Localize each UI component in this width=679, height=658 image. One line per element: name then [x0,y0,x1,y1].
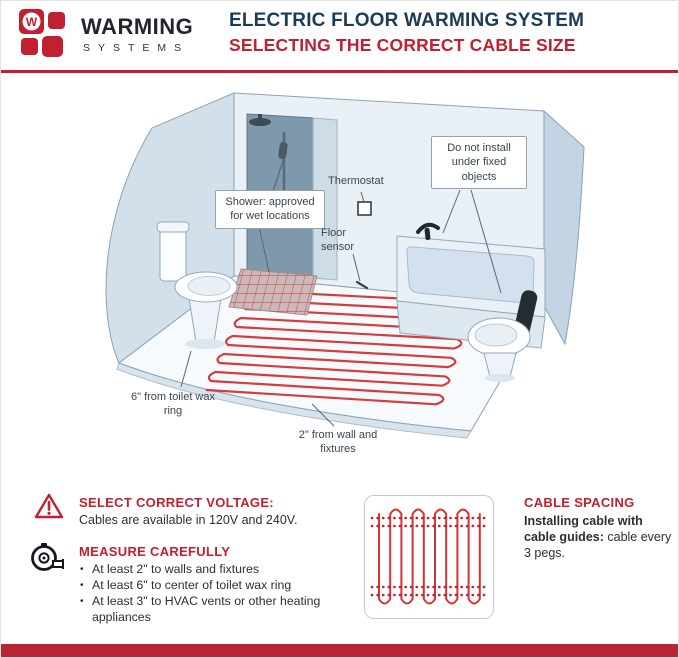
tape-measure-icon [28,542,68,581]
shower-label: Shower: approved for wet locations [215,190,325,229]
bathroom-diagram: Shower: approved for wet locations Therm… [1,86,678,481]
measure-item: At least 2" to walls and fixtures [79,561,341,578]
brand-subtitle: SYSTEMS [83,42,190,54]
logo-letter: W [26,15,38,29]
cable-guide-pegs [370,516,487,597]
fixed-objects-label: Do not install under fixed objects [431,136,527,189]
measure-item: At least 3" to HVAC vents or other heati… [79,593,341,625]
right-wall [543,109,585,346]
brand-logo: W [17,7,75,68]
wall-clearance-label: 2" from wall and fixtures [298,429,378,456]
measure-list: At least 2" to walls and fixtures At lea… [79,561,341,625]
spacing-body: Installing cable with cable guides: cabl… [524,513,674,561]
spacing-body-bold: Installing cable with cable guides: [524,514,643,544]
bathroom-illustration [105,92,585,439]
brand-logo-icon: W [19,9,65,57]
thermostat-box [357,201,372,216]
voltage-title: SELECT CORRECT VOLTAGE: [79,495,274,510]
header-divider [1,70,678,73]
floor-sensor-mark [355,280,369,290]
page-subtitle: SELECTING THE CORRECT CABLE SIZE [229,35,576,55]
thermostat-label: Thermostat [328,175,384,187]
shower-floor-grid [228,268,318,316]
spacing-title: CABLE SPACING [524,495,635,510]
footer-bar [1,644,678,657]
measure-title: MEASURE CAREFULLY [79,544,231,559]
leader-lines [180,189,502,427]
shower-head-icon [249,118,271,126]
tub-faucet [416,222,440,234]
cable-spacing-figure [364,495,494,619]
shower-handset [278,141,288,160]
toilet-side [156,221,238,349]
measure-item: At least 6" to center of toilet wax ring [79,577,341,594]
spacing-body-rest: cable every 3 pegs. [524,530,672,560]
toilet-front [467,290,538,382]
warning-triangle-icon [34,492,64,525]
toilet-clearance-label: 6" from toilet wax ring [131,391,215,418]
floor-sensor-label: Floor sensor [321,227,355,254]
cable-spacing-serpentine [378,508,481,605]
page-title: ELECTRIC FLOOR WARMING SYSTEM [229,10,585,31]
floor-edge [116,362,472,439]
voltage-body: Cables are available in 120V and 240V. [79,513,298,527]
brand-name: WARMING [81,14,194,39]
